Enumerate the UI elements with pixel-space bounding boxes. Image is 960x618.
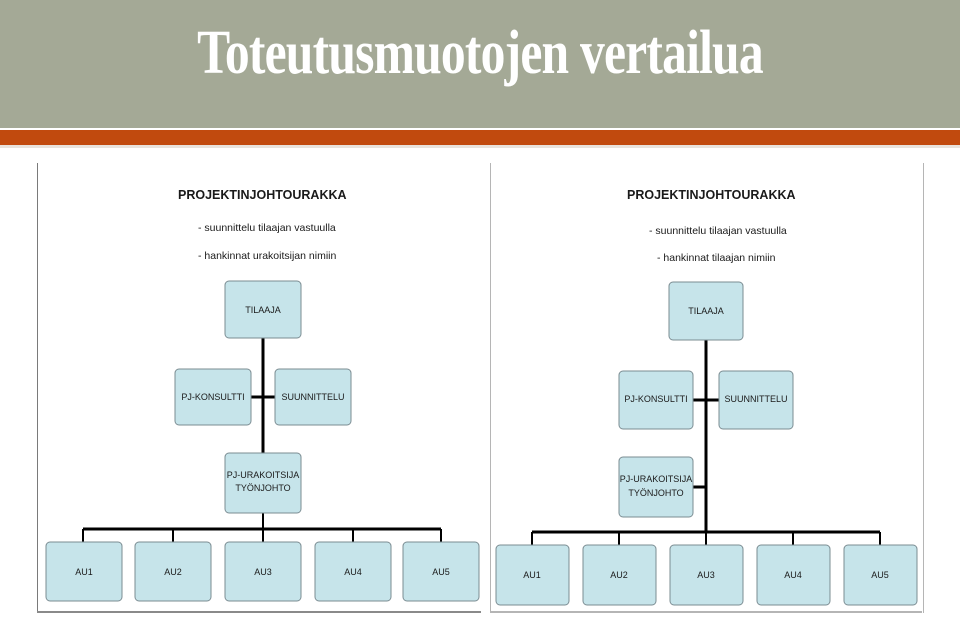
node-tilaaja [224,280,302,339]
diagram-note-1: - suunnittelu tilaajan vastuulla [198,222,336,234]
node-pj-konsultti-label: PJ-KONSULTTI [181,392,244,402]
node-au1 [495,544,570,606]
node-tilaaja-label: TILAAJA [688,306,724,316]
diagram-panel-left: PROJEKTINJOHTOURAKKA - suunnittelu tilaa… [37,163,482,613]
org-chart-right: PROJEKTINJOHTOURAKKA - suunnittelu tilaa… [495,188,918,606]
node-pj-urakoitsija-label-1: PJ-URAKOITSIJA [227,470,300,480]
node-tilaaja-label: TILAAJA [245,305,281,315]
diagram-note-2: - hankinnat urakoitsijan nimiin [198,250,336,262]
node-au5 [843,544,918,606]
node-au5-label: AU5 [871,570,889,580]
node-au2-label: AU2 [164,567,182,577]
accent-stripe-edge [0,145,960,148]
node-suunnittelu [274,368,352,426]
panel-right-bottom-rule [490,611,922,613]
node-au1-label: AU1 [75,567,93,577]
node-au4-label: AU4 [344,567,362,577]
node-au3 [669,544,744,606]
node-au5 [402,541,480,602]
node-pj-urakoitsija-label-2: TYÖNJOHTO [628,488,683,498]
panel-left-bottom-rule [37,611,481,613]
node-tilaaja [668,281,744,341]
node-au5-label: AU5 [432,567,450,577]
node-au1 [45,541,123,602]
node-au4 [314,541,392,602]
node-suunnittelu-label: SUUNNITTELU [281,392,344,402]
node-pj-urakoitsija [224,452,302,514]
node-au3-label: AU3 [697,570,715,580]
diagram-panel-right: PROJEKTINJOHTOURAKKA - suunnittelu tilaa… [490,163,924,613]
diagram-heading: PROJEKTINJOHTOURAKKA [627,188,796,202]
node-pj-urakoitsija-label-2: TYÖNJOHTO [235,483,290,493]
node-pj-urakoitsija-label-1: PJ-URAKOITSIJA [620,474,693,484]
slide-title: Toteutusmuotojen vertailua [197,19,763,87]
node-au4-label: AU4 [784,570,802,580]
accent-stripe [0,130,960,145]
org-chart-left: PROJEKTINJOHTOURAKKA - suunnittelu tilaa… [45,188,480,602]
node-au2 [582,544,657,606]
node-au2-label: AU2 [610,570,628,580]
diagram-note-2: - hankinnat tilaajan nimiin [657,252,776,264]
node-au1-label: AU1 [523,570,541,580]
node-au4 [756,544,831,606]
node-au2 [134,541,212,602]
node-pj-urakoitsija [618,456,694,518]
node-suunnittelu-label: SUUNNITTELU [724,394,787,404]
node-pj-konsultti-label: PJ-KONSULTTI [624,394,687,404]
diagram-heading: PROJEKTINJOHTOURAKKA [178,188,347,202]
node-au3 [224,541,302,602]
diagram-note-1: - suunnittelu tilaajan vastuulla [649,225,787,237]
title-bar: Toteutusmuotojen vertailua [0,0,960,128]
node-au3-label: AU3 [254,567,272,577]
node-suunnittelu [718,370,794,430]
node-pj-konsultti [618,370,694,430]
node-pj-konsultti [174,368,252,426]
